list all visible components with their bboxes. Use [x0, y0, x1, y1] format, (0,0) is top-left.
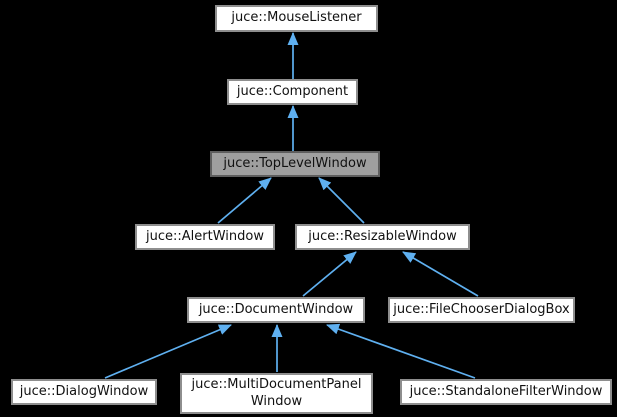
class-node-label: juce::MouseListener	[231, 10, 362, 26]
class-node-label: Window	[250, 393, 303, 409]
class-node-resizable-window[interactable]: juce::ResizableWindow	[295, 224, 470, 250]
class-node-document-window[interactable]: juce::DocumentWindow	[187, 297, 365, 323]
class-node-dialog-window[interactable]: juce::DialogWindow	[11, 379, 157, 405]
class-node-label: juce::AlertWindow	[146, 228, 264, 244]
class-node-label: juce::ResizableWindow	[308, 228, 457, 244]
inheritance-edge-dialog-window-to-document-window	[104, 324, 232, 379]
inheritance-edge-file-chooser-dialog-box-to-resizable-window	[402, 251, 479, 297]
class-node-label: juce::StandaloneFilterWindow	[409, 383, 603, 399]
inheritance-edge-resizable-window-to-top-level-window	[318, 177, 365, 224]
class-node-label: juce::DocumentWindow	[198, 301, 354, 317]
inheritance-edge-standalone-filter-window-to-document-window	[326, 323, 476, 379]
class-node-file-chooser-dialog-box[interactable]: juce::FileChooserDialogBox	[388, 297, 575, 323]
class-node-label: juce::Component	[236, 83, 349, 99]
class-node-label: juce::DialogWindow	[19, 383, 149, 399]
class-node-label: juce::MultiDocumentPanel	[191, 376, 362, 392]
class-node-alert-window[interactable]: juce::AlertWindow	[135, 224, 275, 250]
inheritance-edge-document-window-to-resizable-window	[302, 251, 357, 297]
class-node-standalone-filter-window[interactable]: juce::StandaloneFilterWindow	[400, 379, 612, 405]
class-node-component[interactable]: juce::Component	[227, 79, 358, 105]
class-node-label: juce::FileChooserDialogBox	[393, 301, 570, 317]
class-node-mouse-listener[interactable]: juce::MouseListener	[215, 5, 378, 32]
inheritance-edge-alert-window-to-top-level-window	[217, 177, 272, 224]
class-node-top-level-window: juce::TopLevelWindow	[210, 151, 380, 177]
class-node-label: juce::TopLevelWindow	[223, 155, 367, 171]
